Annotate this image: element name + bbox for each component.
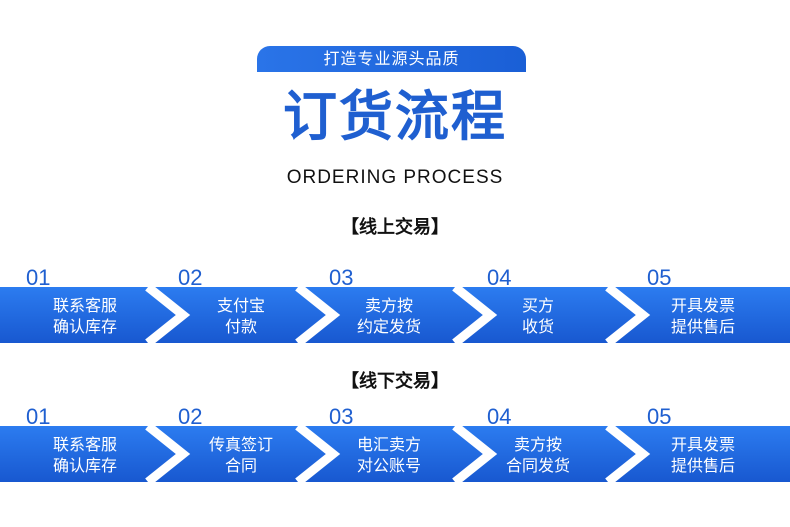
chevron-right-icon (452, 287, 498, 343)
chevron-right-icon (295, 426, 341, 482)
page-subtitle: ORDERING PROCESS (286, 167, 504, 188)
chevron-right-icon (605, 426, 651, 482)
step-label: 开具发票提供售后 (670, 296, 735, 336)
step-label: 支付宝付款 (216, 296, 265, 336)
process-band-offline: 联系客服确认库存 传真签订合同 电汇卖方对公账号 卖方按合同发货 开具发票提供售… (0, 426, 790, 482)
chevron-right-icon (295, 287, 341, 343)
step-label: 电汇卖方对公账号 (356, 435, 421, 475)
step-number: 04 (487, 265, 512, 290)
step-label: 联系客服确认库存 (52, 296, 117, 336)
step-number: 03 (329, 404, 354, 429)
tagline-banner: 打造专业源头品质 (257, 46, 526, 72)
chevron-right-icon (452, 426, 498, 482)
chevron-arrows (145, 287, 651, 343)
section-title-online: 【线上交易】 (341, 217, 449, 238)
step-label: 卖方按约定发货 (356, 296, 421, 336)
section-title-offline: 【线下交易】 (341, 371, 449, 392)
page-title: 订货流程 (283, 85, 507, 148)
step-number: 03 (329, 265, 354, 290)
step-number: 05 (647, 265, 672, 290)
step-number: 01 (26, 404, 51, 429)
step-label: 开具发票提供售后 (670, 435, 735, 475)
step-number: 02 (178, 265, 203, 290)
process-band-online: 联系客服确认库存 支付宝付款 卖方按约定发货 买方收货 开具发票提供售后 (0, 287, 790, 343)
chevron-right-icon (605, 287, 651, 343)
step-label: 联系客服确认库存 (52, 435, 117, 475)
step-label: 卖方按合同发货 (505, 435, 570, 475)
step-number: 04 (487, 404, 512, 429)
chevron-right-icon (145, 287, 191, 343)
chevron-arrows (145, 426, 651, 482)
step-number: 01 (26, 265, 51, 290)
step-number: 02 (178, 404, 203, 429)
step-number: 05 (647, 404, 672, 429)
step-label: 传真签订合同 (208, 435, 273, 475)
chevron-right-icon (145, 426, 191, 482)
step-label: 买方收货 (521, 296, 554, 336)
